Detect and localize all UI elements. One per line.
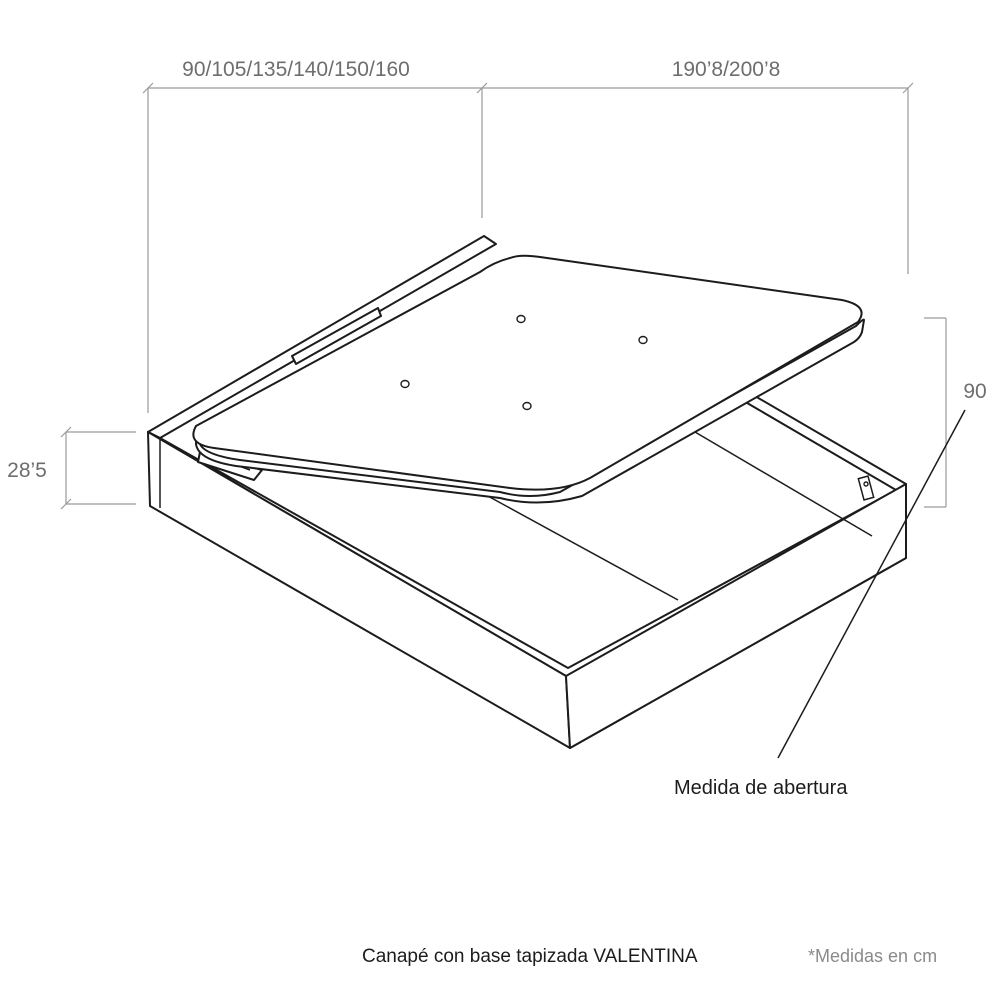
base-inner-divider <box>485 494 679 601</box>
base-height-top-tick <box>60 426 72 438</box>
base-inner-divider-upper <box>694 431 873 537</box>
lid-lift-handle-edge <box>291 355 297 365</box>
width-options-label: 90/105/135/140/150/160 <box>182 58 410 81</box>
base-foot-face <box>565 483 907 749</box>
lid-hole-icon <box>516 314 526 324</box>
base-right-rim <box>741 391 907 491</box>
lid-hole-icon <box>522 401 532 411</box>
units-note: *Medidas en cm <box>808 946 937 966</box>
lid-hole-icon <box>638 335 648 345</box>
base-height-label: 28’5 <box>7 459 47 482</box>
base-height-bottom-tick <box>60 498 72 510</box>
opening-height-label: 90 <box>963 380 986 403</box>
dimension-lines <box>60 82 947 510</box>
hinge-mechanism <box>857 475 875 501</box>
base-inner-right-edge <box>741 399 897 491</box>
width-dimension-left-tick <box>142 82 154 94</box>
lid-hole-icon <box>400 379 410 389</box>
opening-callout-leader <box>777 409 966 759</box>
lid-top-surface <box>192 254 863 491</box>
hinge-pin <box>863 481 869 487</box>
length-options-label: 190’8/200’8 <box>672 58 781 81</box>
opening-callout-label: Medida de abertura <box>674 777 848 799</box>
lid-side <box>195 318 865 504</box>
storage-base <box>147 235 907 749</box>
length-dimension-right-tick <box>902 82 914 94</box>
lifting-lid <box>192 254 865 504</box>
product-title: Canapé con base tapizada VALENTINA <box>362 946 698 967</box>
